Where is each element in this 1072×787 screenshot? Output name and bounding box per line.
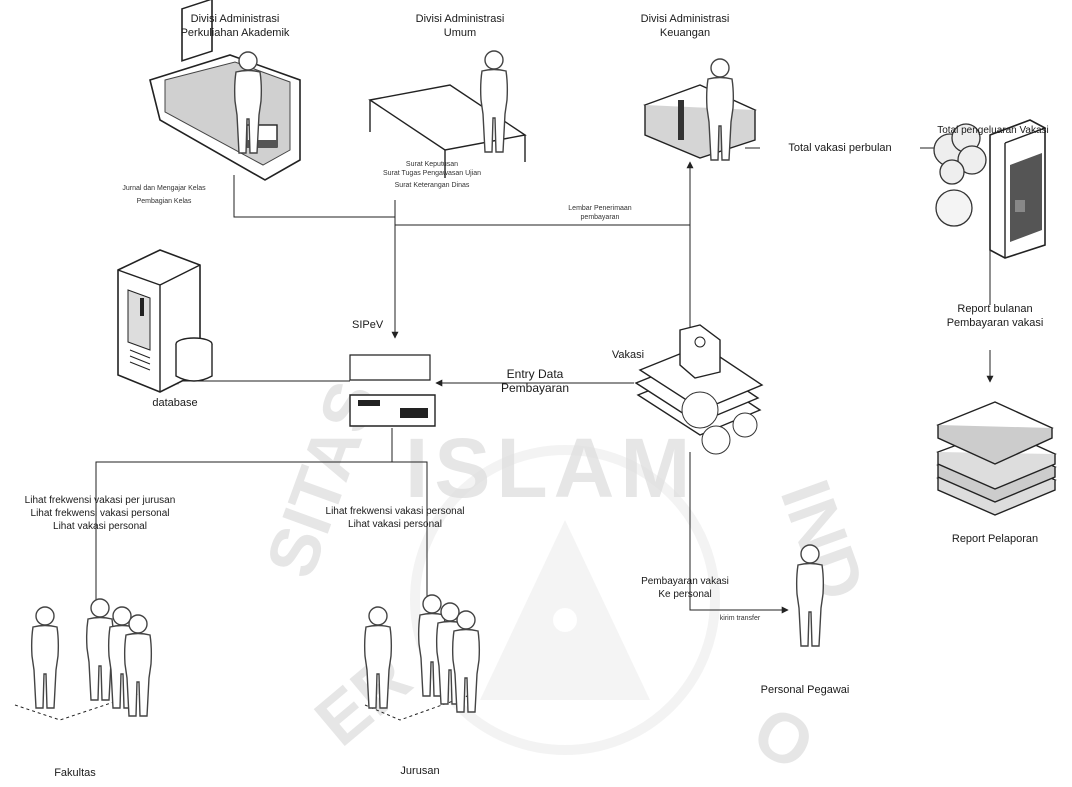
- akademik-title-line-2: Perkuliahan Akademik: [160, 26, 310, 40]
- database-server-icon: [118, 250, 212, 392]
- umum-docs-line-3: Surat Keterangan Dinas: [372, 181, 492, 190]
- report-bulanan-line-2: Pembayaran vakasi: [925, 316, 1065, 330]
- keuangan-workstation: [645, 59, 755, 160]
- personal-pegawai-label: Personal Pegawai: [735, 683, 875, 697]
- vakasi-documents-icon: [636, 325, 762, 454]
- umum-title-line-2: Umum: [400, 26, 520, 40]
- jurusan-flow-1: Lihat frekwensi vakasi personal: [300, 505, 490, 518]
- umum-docs-line-1: Surat Keputusan: [372, 160, 492, 169]
- keuangan-title: Divisi Administrasi Keuangan: [625, 12, 745, 40]
- umum-workstation: [370, 51, 525, 178]
- total-pengeluaran-label: Total pengeluaran Vakasi: [918, 124, 1068, 138]
- personal-flow-label: Pembayaran vakasi Ke personal: [615, 575, 755, 601]
- umum-docs-label: Surat Keputusan Surat Tugas Pengawasan U…: [372, 160, 492, 190]
- fakultas-flow-1: Lihat frekwensi vakasi per jurusan: [0, 494, 200, 507]
- personal-flow-line-2: Ke personal: [615, 588, 755, 601]
- umum-title-line-1: Divisi Administrasi: [400, 12, 520, 26]
- jurusan-group: [365, 595, 480, 720]
- personal-flow-line-1: Pembayaran vakasi: [615, 575, 755, 588]
- personal-small-label: kirim transfer: [700, 614, 780, 623]
- fakultas-flows-label: Lihat frekwensi vakasi per jurusan Lihat…: [0, 494, 200, 533]
- fakultas-flow-3: Lihat vakasi personal: [0, 520, 200, 533]
- report-bulanan-line-1: Report bulanan: [925, 302, 1065, 316]
- fakultas-label: Fakultas: [35, 766, 115, 780]
- jurusan-flows-label: Lihat frekwensi vakasi personal Lihat va…: [300, 505, 490, 531]
- akademik-docs-line-2: Pembagian Kelas: [98, 197, 230, 206]
- entry-data-line-1: Entry Data: [480, 367, 590, 381]
- report-stack-icon: [938, 402, 1055, 515]
- cloud-icon: [934, 124, 986, 226]
- keuangan-title-line-2: Keuangan: [625, 26, 745, 40]
- keuangan-docs-line-2: pembayaran: [545, 213, 655, 222]
- vakasi-label: Vakasi: [598, 348, 658, 362]
- entry-data-line-2: Pembayaran: [480, 381, 590, 395]
- akademik-docs-label: Jurnal dan Mengajar Kelas Pembagian Kela…: [98, 184, 230, 206]
- sipev-device: [350, 355, 435, 426]
- keuangan-docs-line-1: Lembar Penerimaan: [545, 204, 655, 213]
- akademik-docs-line-1: Jurnal dan Mengajar Kelas: [98, 184, 230, 193]
- akademik-title-line-1: Divisi Administrasi: [160, 12, 310, 26]
- report-bulanan-label: Report bulanan Pembayaran vakasi: [925, 302, 1065, 330]
- database-label: database: [130, 396, 220, 410]
- jurusan-flow-2: Lihat vakasi personal: [300, 518, 490, 531]
- sipev-label: SIPeV: [352, 318, 412, 332]
- keuangan-docs-label: Lembar Penerimaan pembayaran: [545, 204, 655, 222]
- fakultas-flow-2: Lihat frekwensi vakasi personal: [0, 507, 200, 520]
- report-server-icon: [990, 120, 1045, 258]
- report-pelaporan-label: Report Pelaporan: [930, 532, 1060, 546]
- umum-docs-line-2: Surat Tugas Pengawasan Ujian: [372, 169, 492, 178]
- fakultas-group: [15, 599, 151, 720]
- total-perbulan-label: Total vakasi perbulan: [760, 141, 920, 155]
- jurusan-label: Jurusan: [380, 764, 460, 778]
- akademik-title: Divisi Administrasi Perkuliahan Akademik: [160, 12, 310, 40]
- keuangan-title-line-1: Divisi Administrasi: [625, 12, 745, 26]
- entry-data-label: Entry Data Pembayaran: [480, 367, 590, 395]
- personal-pegawai-figure: [797, 545, 824, 646]
- umum-title: Divisi Administrasi Umum: [400, 12, 520, 40]
